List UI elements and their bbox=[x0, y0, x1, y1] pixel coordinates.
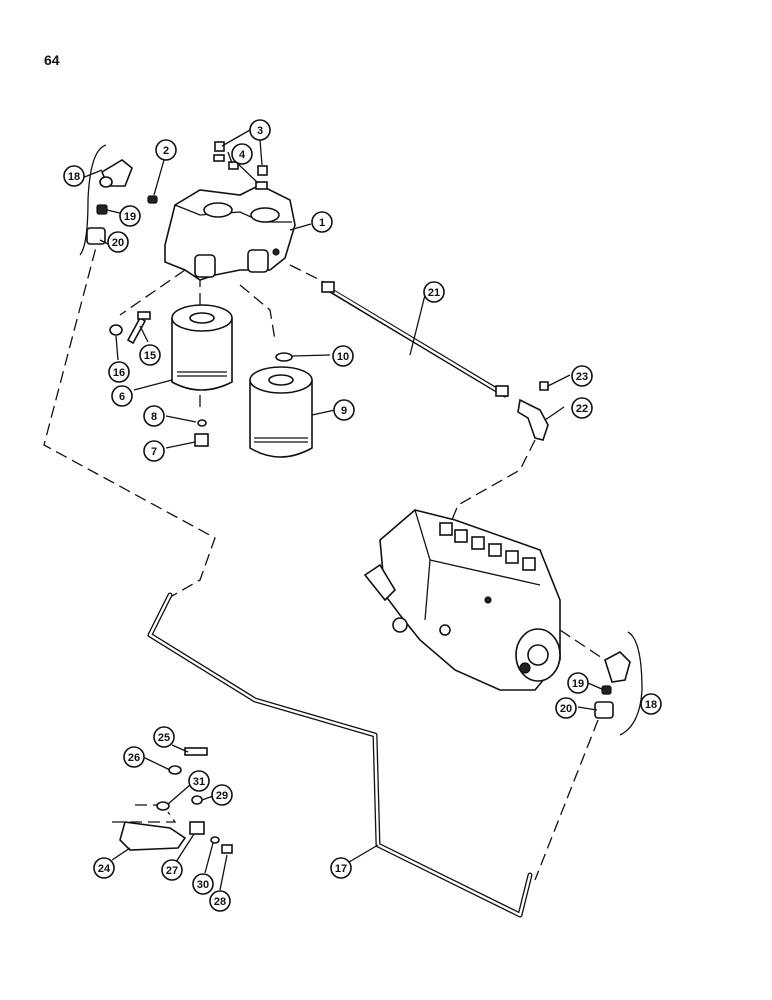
svg-text:17: 17 bbox=[335, 863, 347, 875]
svg-text:7: 7 bbox=[151, 446, 157, 458]
callout-10: 10 bbox=[332, 345, 354, 367]
callout-19-left: 19 bbox=[119, 205, 141, 227]
callout-20-right: 20 bbox=[555, 697, 577, 719]
callout-21: 21 bbox=[423, 281, 445, 303]
svg-text:28: 28 bbox=[214, 896, 226, 908]
svg-text:24: 24 bbox=[98, 863, 111, 875]
callout-1: 1 bbox=[311, 211, 333, 233]
svg-text:9: 9 bbox=[341, 405, 347, 417]
fuel-line-21 bbox=[321, 281, 509, 398]
fuel-filter-primary bbox=[171, 304, 233, 391]
svg-text:26: 26 bbox=[128, 752, 140, 764]
callout-26: 26 bbox=[123, 746, 145, 768]
callout-28: 28 bbox=[209, 890, 231, 912]
leader-lines bbox=[81, 129, 605, 891]
callout-20-left: 20 bbox=[107, 231, 129, 253]
svg-text:19: 19 bbox=[124, 211, 136, 223]
callout-22: 22 bbox=[571, 397, 593, 419]
callout-29: 29 bbox=[211, 784, 233, 806]
svg-text:27: 27 bbox=[166, 865, 178, 877]
injection-pump bbox=[363, 509, 561, 691]
svg-text:29: 29 bbox=[216, 790, 228, 802]
callout-3: 3 bbox=[249, 119, 271, 141]
callout-17: 17 bbox=[330, 857, 352, 879]
svg-text:31: 31 bbox=[193, 776, 205, 788]
filter-head bbox=[164, 184, 296, 281]
svg-text:19: 19 bbox=[572, 678, 584, 690]
svg-text:4: 4 bbox=[239, 149, 246, 161]
page-number: 64 bbox=[44, 52, 60, 68]
callout-23: 23 bbox=[571, 365, 593, 387]
callout-27: 27 bbox=[161, 859, 183, 881]
callout-30: 30 bbox=[192, 873, 214, 895]
callout-16: 16 bbox=[108, 361, 130, 383]
injector-outlets bbox=[439, 522, 536, 571]
fuel-filter-secondary bbox=[249, 366, 313, 458]
small-hardware bbox=[109, 141, 293, 447]
callouts: 1 2 3 4 6 7 8 9 10 15 16 18 19 20 21 22 … bbox=[63, 119, 662, 912]
group-brackets bbox=[79, 144, 643, 736]
callout-24: 24 bbox=[93, 857, 115, 879]
svg-text:16: 16 bbox=[113, 367, 125, 379]
callout-19-right: 19 bbox=[567, 672, 589, 694]
svg-text:21: 21 bbox=[428, 287, 440, 299]
svg-text:18: 18 bbox=[68, 171, 80, 183]
svg-text:18: 18 bbox=[645, 699, 657, 711]
callout-15: 15 bbox=[139, 344, 161, 366]
svg-text:20: 20 bbox=[560, 703, 572, 715]
svg-text:15: 15 bbox=[144, 350, 156, 362]
svg-text:23: 23 bbox=[576, 371, 588, 383]
callout-8: 8 bbox=[143, 405, 165, 427]
callout-25: 25 bbox=[153, 726, 175, 748]
callout-31: 31 bbox=[188, 770, 210, 792]
callout-2: 2 bbox=[155, 139, 177, 161]
svg-text:2: 2 bbox=[163, 145, 169, 157]
callout-18-left: 18 bbox=[63, 165, 85, 187]
fuel-return-line bbox=[147, 592, 533, 918]
callout-6: 6 bbox=[111, 385, 133, 407]
svg-text:22: 22 bbox=[576, 403, 588, 415]
svg-text:20: 20 bbox=[112, 237, 124, 249]
callout-4: 4 bbox=[231, 143, 253, 165]
elbow-fitting bbox=[517, 381, 549, 441]
callout-9: 9 bbox=[333, 399, 355, 421]
svg-text:1: 1 bbox=[319, 217, 325, 229]
callout-7: 7 bbox=[143, 440, 165, 462]
svg-text:6: 6 bbox=[119, 391, 125, 403]
svg-text:8: 8 bbox=[151, 411, 157, 423]
svg-text:30: 30 bbox=[197, 879, 209, 891]
svg-text:10: 10 bbox=[337, 351, 349, 363]
callout-18-right: 18 bbox=[640, 693, 662, 715]
svg-text:25: 25 bbox=[158, 732, 170, 744]
bracket-assembly bbox=[119, 747, 233, 854]
svg-text:3: 3 bbox=[257, 125, 263, 137]
banjo-fittings-right bbox=[594, 651, 631, 719]
